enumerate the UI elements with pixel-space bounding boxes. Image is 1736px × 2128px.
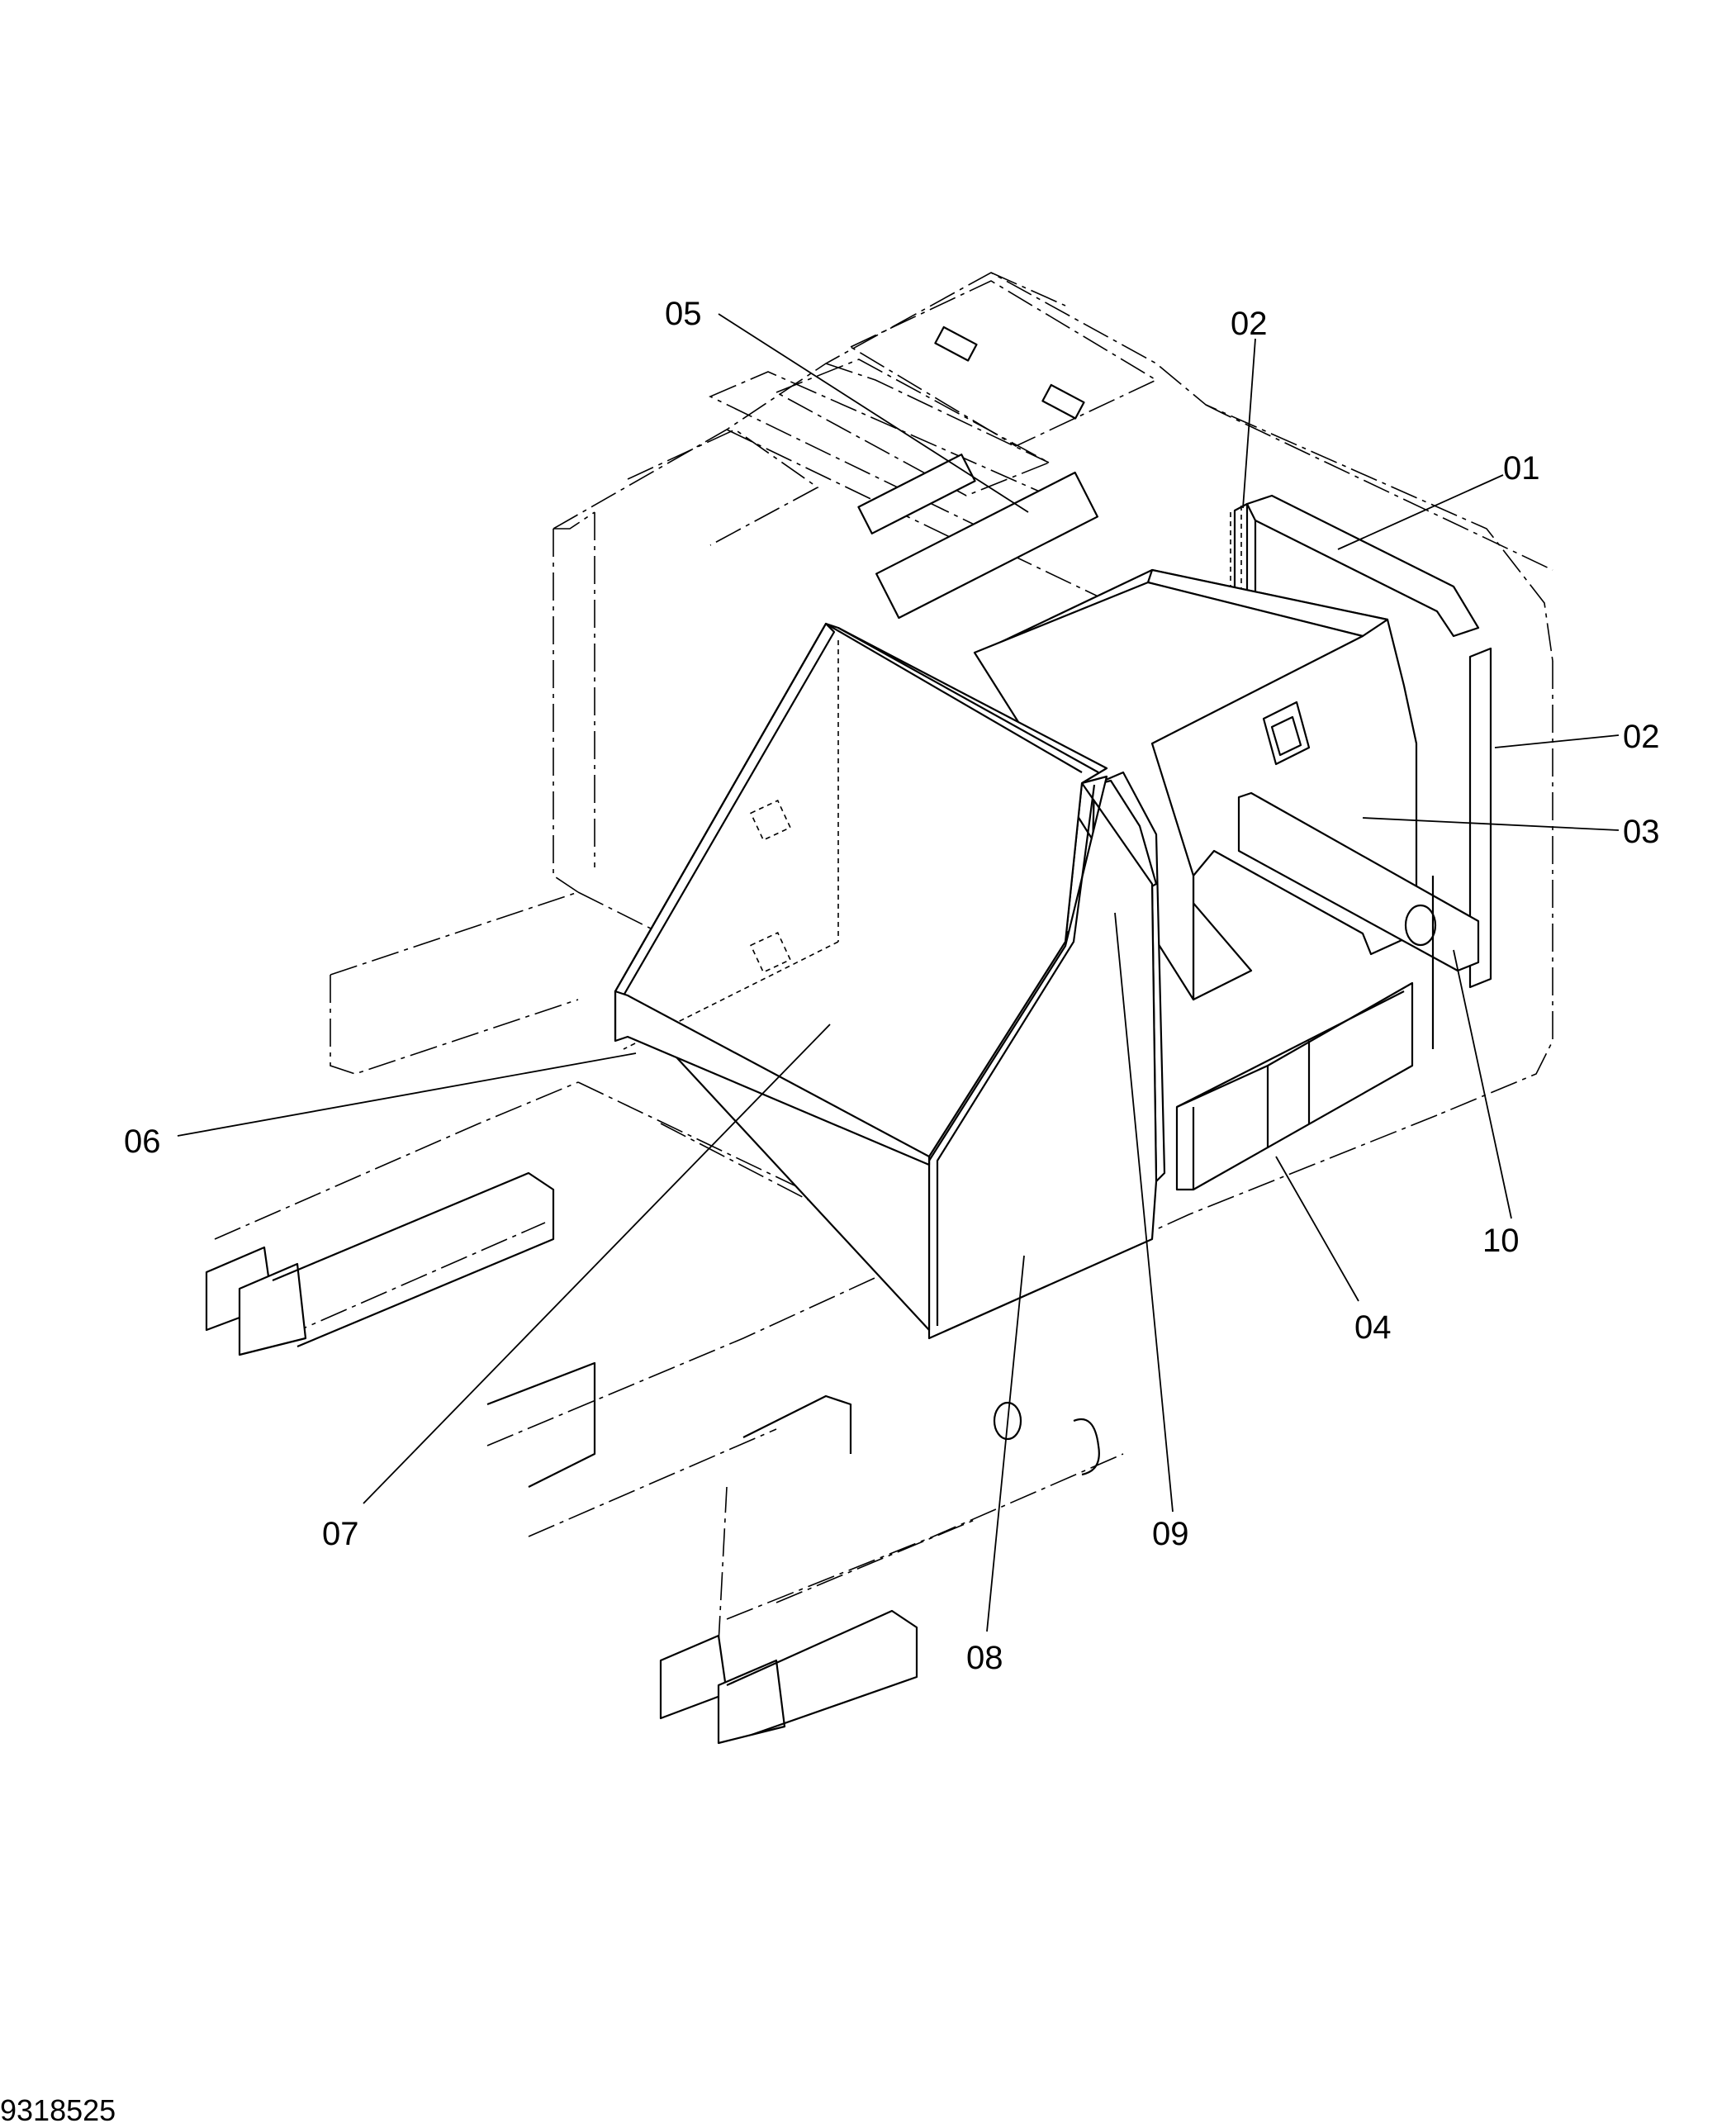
- callout-label: 09: [1152, 1516, 1189, 1552]
- part-08-front-panel: [927, 775, 1158, 1340]
- part-06-edge-panel: [614, 990, 931, 1166]
- callout-leaders: [177, 313, 1620, 1632]
- callout-label: 04: [1354, 1309, 1392, 1346]
- callout-label: 01: [1503, 450, 1540, 487]
- callout-label: 02: [1623, 719, 1660, 755]
- part-04-lower-box: [1175, 981, 1414, 1191]
- drawing-number: 9318525: [0, 2093, 116, 2127]
- callout-label: 10: [1482, 1223, 1520, 1259]
- part-07-main-panel: [614, 622, 1108, 1332]
- callout-label: 08: [966, 1640, 1003, 1676]
- callout-labels: 05 02 01 02 03 10 04 06 07 09 08: [124, 296, 1660, 1676]
- part-02-vertical-strip-right: [1468, 647, 1492, 989]
- callout-label: 05: [665, 296, 702, 332]
- callout-label: 03: [1623, 814, 1660, 850]
- hinge-hardware: [857, 325, 1099, 620]
- chassis-frame-rails: [205, 1171, 1100, 1745]
- callout-label: 06: [124, 1123, 161, 1160]
- callout-label: 02: [1231, 306, 1268, 342]
- part-03-right-box-panel: [973, 568, 1480, 1001]
- callout-label: 07: [322, 1516, 359, 1552]
